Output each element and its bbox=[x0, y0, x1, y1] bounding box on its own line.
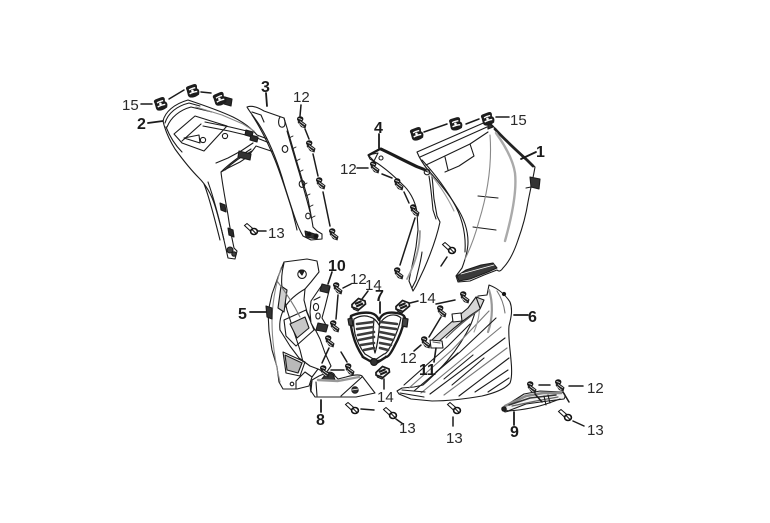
svg-text:12: 12 bbox=[400, 350, 417, 367]
svg-text:14: 14 bbox=[419, 290, 436, 307]
svg-text:12: 12 bbox=[587, 380, 604, 397]
svg-text:13: 13 bbox=[399, 420, 416, 437]
svg-text:13: 13 bbox=[268, 225, 285, 242]
svg-text:12: 12 bbox=[293, 89, 310, 106]
svg-text:3: 3 bbox=[261, 79, 270, 96]
svg-text:1: 1 bbox=[536, 144, 545, 161]
svg-text:10: 10 bbox=[328, 258, 346, 275]
svg-text:13: 13 bbox=[446, 430, 463, 447]
svg-text:15: 15 bbox=[510, 112, 527, 129]
svg-text:6: 6 bbox=[528, 309, 537, 326]
svg-text:11: 11 bbox=[419, 362, 436, 379]
svg-text:13: 13 bbox=[587, 422, 604, 439]
svg-text:5: 5 bbox=[238, 306, 247, 323]
svg-text:9: 9 bbox=[510, 424, 519, 441]
svg-text:2: 2 bbox=[137, 116, 146, 133]
svg-text:14: 14 bbox=[377, 389, 394, 406]
svg-text:4: 4 bbox=[374, 120, 383, 137]
svg-text:14: 14 bbox=[365, 277, 382, 294]
svg-text:7: 7 bbox=[375, 288, 384, 305]
svg-text:12: 12 bbox=[340, 161, 357, 178]
svg-text:12: 12 bbox=[350, 271, 367, 288]
svg-text:15: 15 bbox=[122, 97, 139, 114]
svg-text:8: 8 bbox=[316, 412, 325, 429]
